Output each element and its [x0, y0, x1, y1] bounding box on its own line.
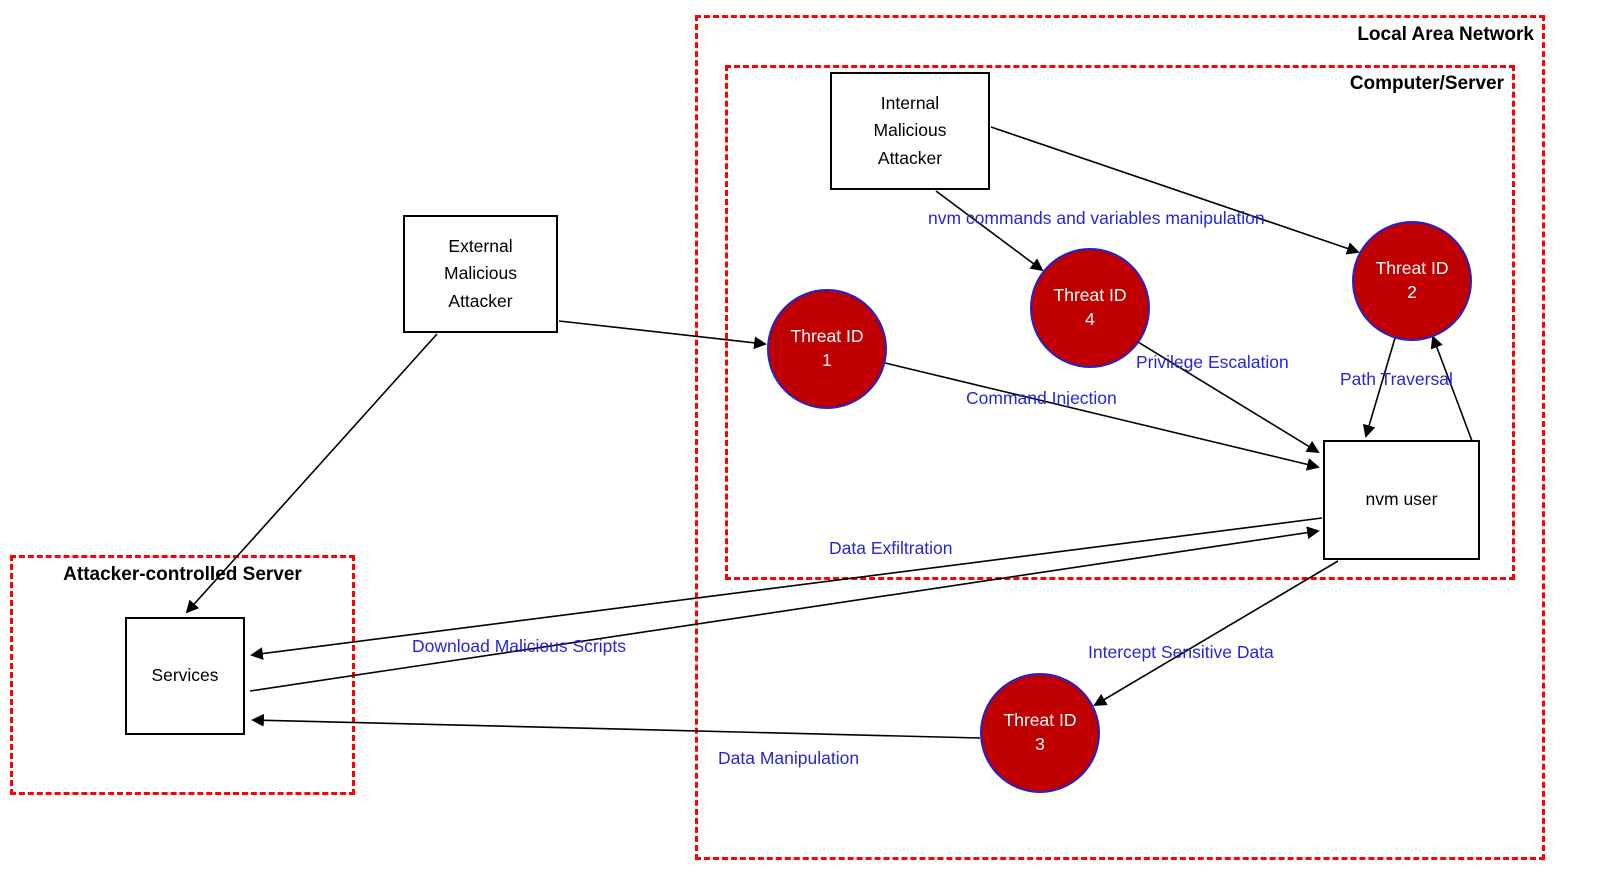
edge-command-injection[interactable]: [884, 362, 1320, 471]
edge-nvm-commands-manipulation[interactable]: [935, 190, 1044, 272]
threat-4-title: Threat ID: [1053, 285, 1127, 306]
boundary-local-area-network[interactable]: Local Area Network: [695, 15, 1545, 860]
node-external-malicious-attacker-label: External Malicious Attacker: [444, 236, 517, 311]
node-nvm-user[interactable]: nvm user: [1323, 440, 1480, 560]
flow-label-download-malicious-scripts[interactable]: Download Malicious Scripts: [412, 636, 626, 656]
flow-label-data-manipulation[interactable]: Data Manipulation: [718, 748, 860, 768]
threat-4-number: 4: [1085, 309, 1095, 329]
boundary-local-area-network-label: Local Area Network: [1357, 24, 1534, 45]
flow-label-command-injection[interactable]: Command Injection: [966, 388, 1117, 408]
boundary-computer-server-label: Computer/Server: [1349, 73, 1504, 94]
threat-circle-2[interactable]: Threat ID 2: [1352, 221, 1472, 341]
flow-label-path-traversal[interactable]: Path Traversal: [1340, 369, 1453, 389]
node-external-malicious-attacker[interactable]: External Malicious Attacker: [403, 215, 558, 333]
threat-circle-4[interactable]: Threat ID 4: [1030, 248, 1150, 368]
edge-external-attacker-to-services[interactable]: [185, 333, 438, 614]
threat-3-title: Threat ID: [1003, 710, 1077, 731]
threat-2-number: 2: [1407, 282, 1417, 302]
edge-intercept-sensitive-data[interactable]: [1093, 560, 1339, 706]
boundary-attacker-controlled-server-label: Attacker-controlled Server: [63, 564, 302, 585]
node-services[interactable]: Services: [125, 617, 245, 735]
threat-circle-3[interactable]: Threat ID 3: [980, 673, 1100, 793]
node-services-label: Services: [151, 665, 219, 686]
node-internal-malicious-attacker-label: Internal Malicious Attacker: [873, 93, 947, 168]
threat-1-number: 1: [822, 350, 832, 370]
edge-path-traversal-up[interactable]: [1430, 335, 1473, 442]
edge-path-traversal-down[interactable]: [1362, 337, 1396, 438]
flow-label-intercept-sensitive-data[interactable]: Intercept Sensitive Data: [1088, 642, 1274, 662]
node-internal-malicious-attacker[interactable]: Internal Malicious Attacker: [830, 72, 990, 190]
node-nvm-user-label: nvm user: [1365, 489, 1438, 510]
edge-data-exfiltration[interactable]: [250, 517, 1323, 660]
threat-3-number: 3: [1035, 734, 1045, 754]
threat-2-title: Threat ID: [1375, 258, 1449, 279]
edge-privilege-escalation[interactable]: [1137, 341, 1320, 454]
threat-circle-1[interactable]: Threat ID 1: [767, 289, 887, 409]
boundary-computer-server[interactable]: Computer/Server: [725, 65, 1515, 580]
flow-label-privilege-escalation[interactable]: Privilege Escalation: [1136, 352, 1289, 372]
flow-label-nvm-commands-manipulation[interactable]: nvm commands and variables manipulation: [928, 208, 1265, 228]
flow-label-data-exfiltration[interactable]: Data Exfiltration: [829, 538, 953, 558]
threat-1-title: Threat ID: [790, 326, 864, 347]
edge-internal-attacker-to-threat-2[interactable]: [990, 126, 1360, 255]
edge-external-attacker-to-threat-1[interactable]: [558, 320, 767, 350]
edge-data-manipulation[interactable]: [251, 713, 981, 739]
edge-download-malicious-scripts[interactable]: [249, 526, 1320, 692]
